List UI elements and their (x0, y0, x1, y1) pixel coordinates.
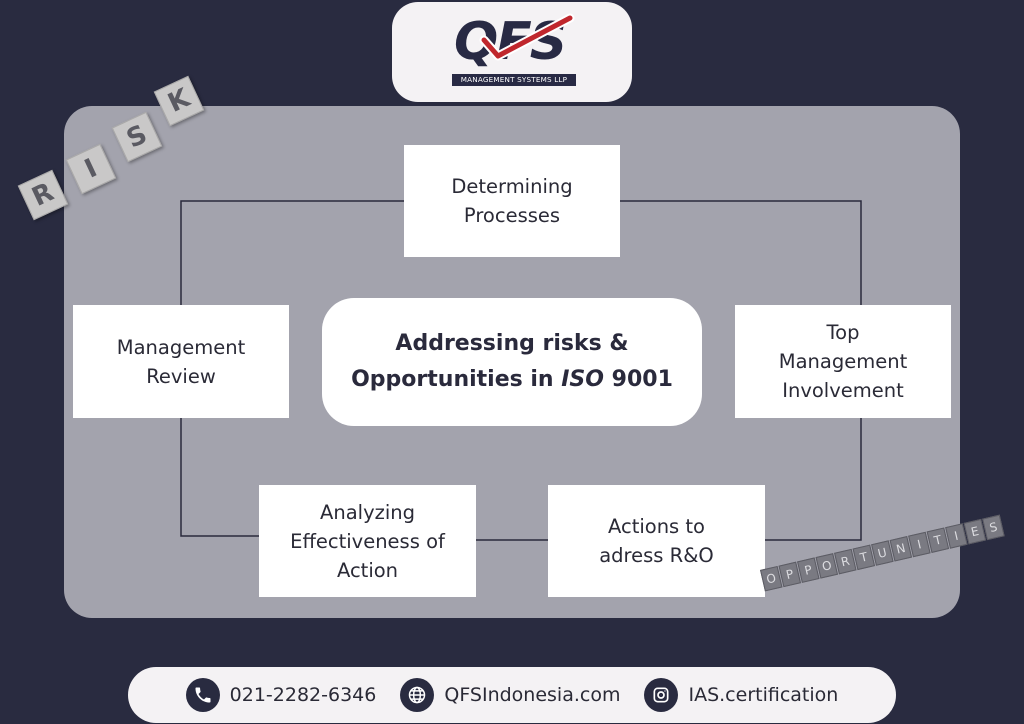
step-text-line: Management (116, 335, 246, 359)
step-text-line: Effectiveness of (290, 529, 445, 553)
center-title-iso: ISO (561, 367, 604, 392)
step-text-line: Involvement (782, 379, 904, 402)
contact-website[interactable]: QFSIndonesia.com (400, 678, 620, 712)
logo-subtitle: MANAGEMENT SYSTEMS LLP (452, 74, 576, 86)
step-analyzing-effectiveness: Analyzing Effectiveness of Action (259, 485, 476, 597)
step-actions-to-address: Actions to adress R&O (548, 485, 765, 597)
step-determining-processes: Determining Processes (404, 145, 620, 257)
center-title-suffix: 9001 (603, 367, 673, 392)
step-text-line: Determining (451, 175, 573, 198)
step-text-line: Top (826, 321, 860, 344)
step-text-line: Management (778, 350, 908, 373)
step-top-management-involvement: Top Management Involvement (735, 305, 951, 418)
opportunities-tile: S (982, 514, 1005, 541)
logo-card: QFS MANAGEMENT SYSTEMS LLP (392, 2, 632, 102)
checkmark-icon (479, 13, 575, 61)
step-text-line: Action (336, 558, 399, 582)
center-title-line2: Opportunities in ISO 9001 (351, 362, 673, 398)
website-link: QFSIndonesia.com (444, 684, 621, 706)
contact-instagram[interactable]: IAS.certification (644, 678, 838, 712)
instagram-handle: IAS.certification (688, 684, 839, 706)
center-title: Addressing risks & Opportunities in ISO … (322, 298, 702, 426)
step-text-line: Actions to (607, 515, 705, 538)
step-text-line: Review (146, 364, 216, 388)
contact-phone[interactable]: 021-2282-6346 (185, 678, 377, 712)
center-title-prefix: Opportunities in (351, 367, 562, 392)
instagram-icon (644, 678, 679, 712)
contact-footer: 021-2282-6346 QFSIndonesia.com IAS.certi… (128, 667, 896, 723)
step-text-line: Analyzing (320, 500, 415, 524)
step-text-line: adress R&O (599, 544, 714, 567)
center-title-line1: Addressing risks & (395, 331, 629, 356)
phone-icon (185, 678, 220, 712)
globe-icon (400, 678, 435, 712)
step-text-line: Processes (463, 204, 561, 227)
phone-number: 021-2282-6346 (229, 684, 377, 706)
step-management-review: Management Review (73, 305, 289, 418)
